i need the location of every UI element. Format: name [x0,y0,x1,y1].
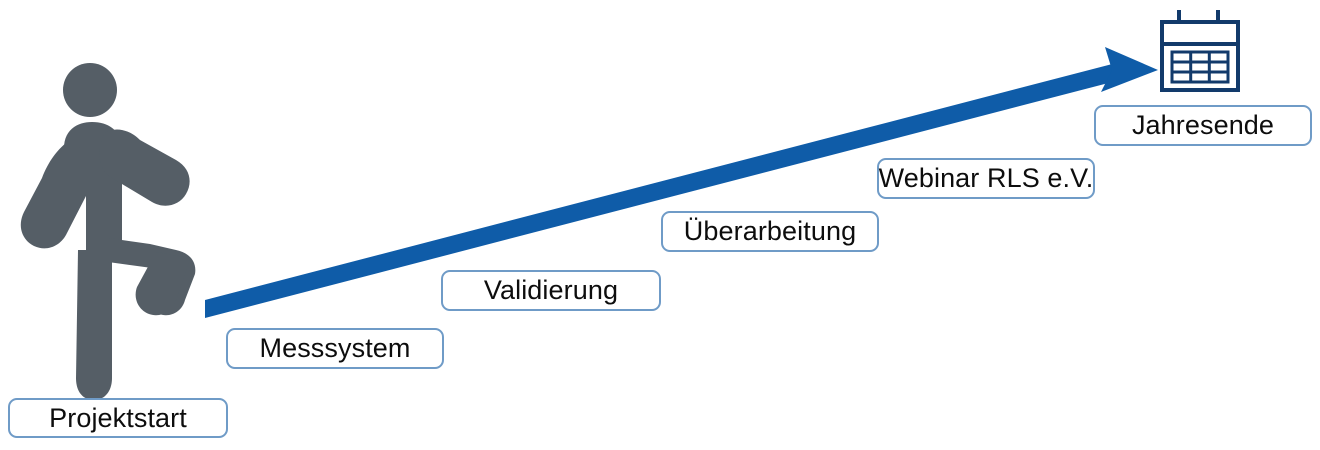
milestone-label-text: Projektstart [49,402,187,433]
milestone-label-text: Webinar RLS e.V. [878,163,1094,193]
person-rear-arm [20,140,86,249]
milestone-label-text: Jahresende [1131,110,1275,140]
person-front-arm [99,129,190,206]
progress-arrow [205,47,1158,318]
milestone-label-messsystem[interactable]: Messsystem [226,328,444,369]
walking-person-figure [20,63,196,400]
milestone-label-projektstart[interactable]: Projektstart [8,398,228,438]
milestone-label-text: Überarbeitung [683,216,857,246]
calendar-grid-frame [1170,50,1230,84]
person-rear-leg [76,250,112,400]
milestone-label-text: Validierung [483,275,619,305]
milestone-label-validierung[interactable]: Validierung [441,270,661,311]
milestone-label-ueberarbeitung[interactable]: Überarbeitung [661,211,879,252]
milestone-label-jahresende[interactable]: Jahresende [1094,105,1312,146]
person-front-shin [135,252,190,316]
arrow-head [1101,47,1158,92]
arrow-shaft [205,62,1120,318]
milestone-label-webinar[interactable]: Webinar RLS e.V. [877,158,1095,199]
milestone-label-text: Messsystem [259,333,411,363]
calendar-icon [1160,10,1240,92]
person-head [63,63,117,117]
